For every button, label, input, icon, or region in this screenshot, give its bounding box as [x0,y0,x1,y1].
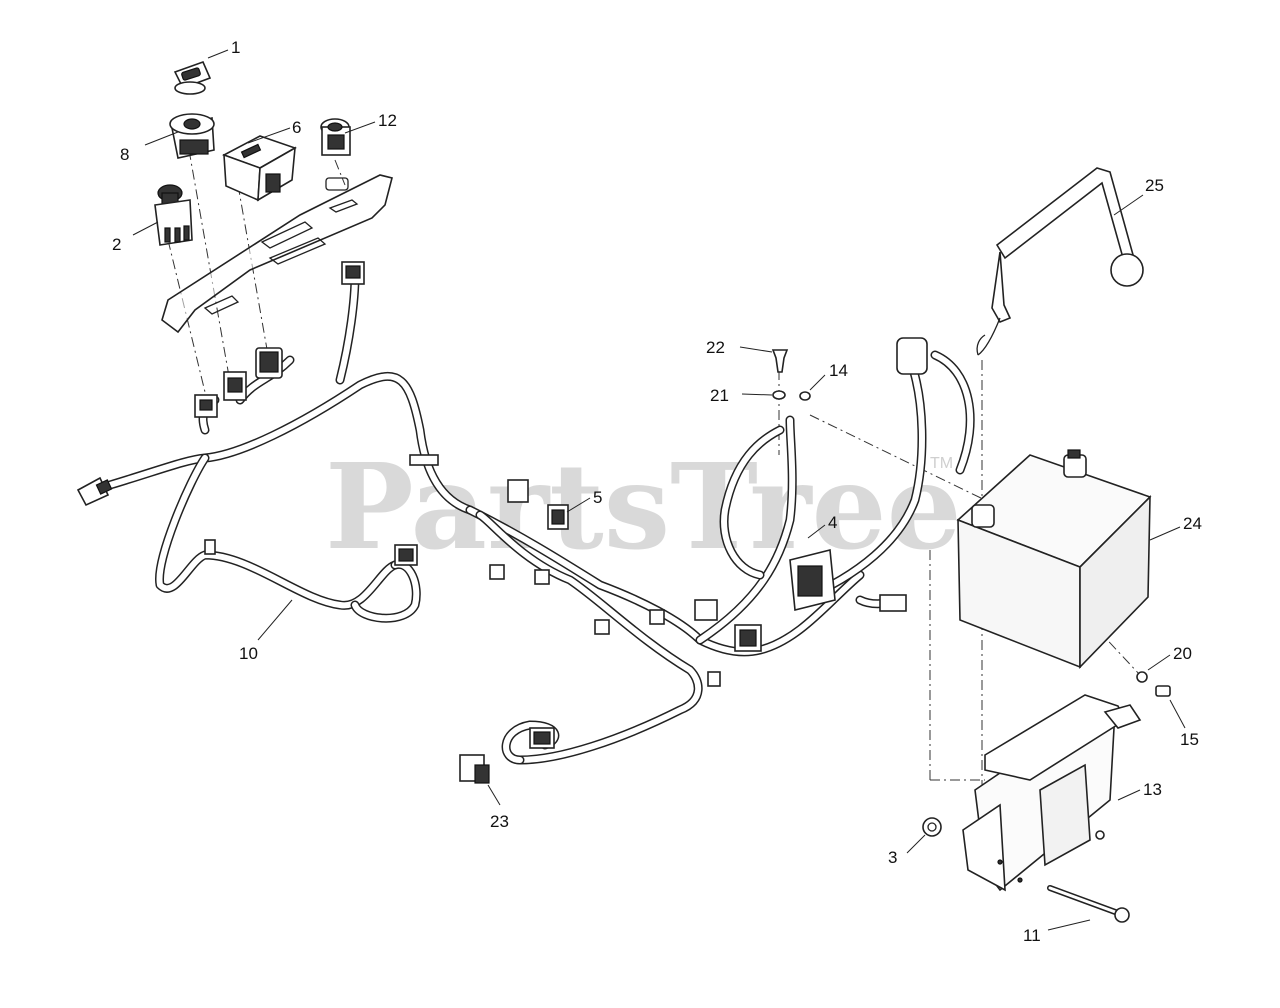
leader-lines [132,49,1186,931]
callout-23: 23 [490,812,509,831]
battery [956,449,1152,669]
callout-24: 24 [1183,514,1202,533]
callout-1: 1 [231,38,240,57]
callout-25: 25 [1145,176,1164,195]
nut [922,817,942,837]
callout-22: 22 [706,338,725,357]
callout-20: 20 [1173,644,1192,663]
ground-fasteners [771,349,811,401]
callout-12: 12 [378,111,397,130]
callout-13: 13 [1143,780,1162,799]
callout-11: 11 [1023,926,1041,945]
ignition-switch [169,113,215,159]
harness-connectors [76,261,928,784]
pto-switch [154,184,193,246]
hour-meter [222,135,297,202]
callout-labels: 1 8 6 12 2 25 22 21 14 5 4 24 10 20 15 1… [112,38,1202,945]
ignition-key [173,60,212,95]
washer-and-screw [1136,671,1171,697]
callout-14: 14 [829,361,848,380]
watermark-trademark: TM [930,455,953,472]
dash-panel [161,174,393,334]
battery-hold-down-strap [976,167,1144,356]
callout-10: 10 [239,644,258,663]
callout-2: 2 [112,235,121,254]
callout-5: 5 [593,488,602,507]
callout-8: 8 [120,145,129,164]
bolt [1047,885,1130,923]
callout-6: 6 [292,118,301,137]
accessory-switch [320,118,351,156]
callout-15: 15 [1180,730,1199,749]
callout-4: 4 [828,513,837,532]
callout-3: 3 [888,848,897,867]
callout-21: 21 [710,386,729,405]
battery-tray [962,694,1142,892]
